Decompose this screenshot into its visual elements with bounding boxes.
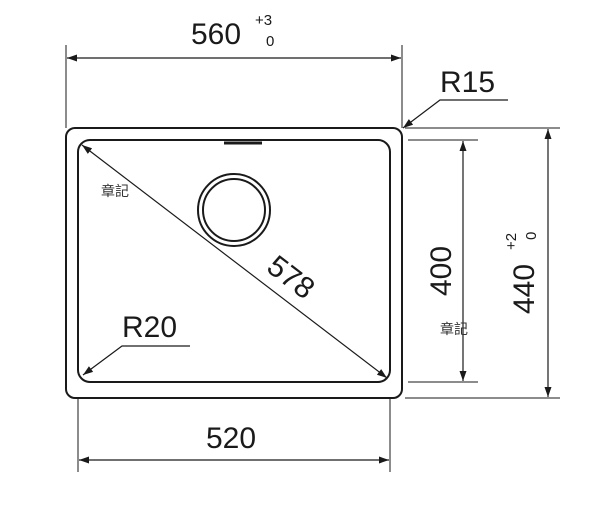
outer-radius-leader (402, 99, 508, 129)
dim-diagonal-value: 578 (261, 249, 321, 306)
drain-outer-ring (197, 173, 271, 247)
stamp-top-left: 章記 (101, 183, 129, 199)
outer-rim (65, 127, 403, 399)
inner-radius-leader (82, 345, 190, 376)
drain-inner-ring (202, 178, 266, 242)
dim-inner-height-value: 400 (425, 246, 458, 296)
dim-inner-width-value: 520 (206, 422, 256, 455)
stamp-right: 章記 (440, 321, 468, 337)
inner-radius-label: R20 (122, 311, 177, 344)
dim-outer-width-tol-minus: 0 (266, 33, 274, 50)
dim-outer-width-tol-plus: +3 (255, 12, 272, 29)
dim-diagonal-line (81, 144, 388, 379)
dim-outer-height-value: 440 (508, 264, 541, 314)
outer-radius-label: R15 (440, 66, 495, 99)
dim-outer-height-tol-plus: +2 (503, 233, 520, 250)
inner-basin (77, 139, 391, 383)
dim-outer-width-value: 560 (191, 18, 241, 51)
dim-outer-height-tol-minus: 0 (523, 232, 540, 240)
